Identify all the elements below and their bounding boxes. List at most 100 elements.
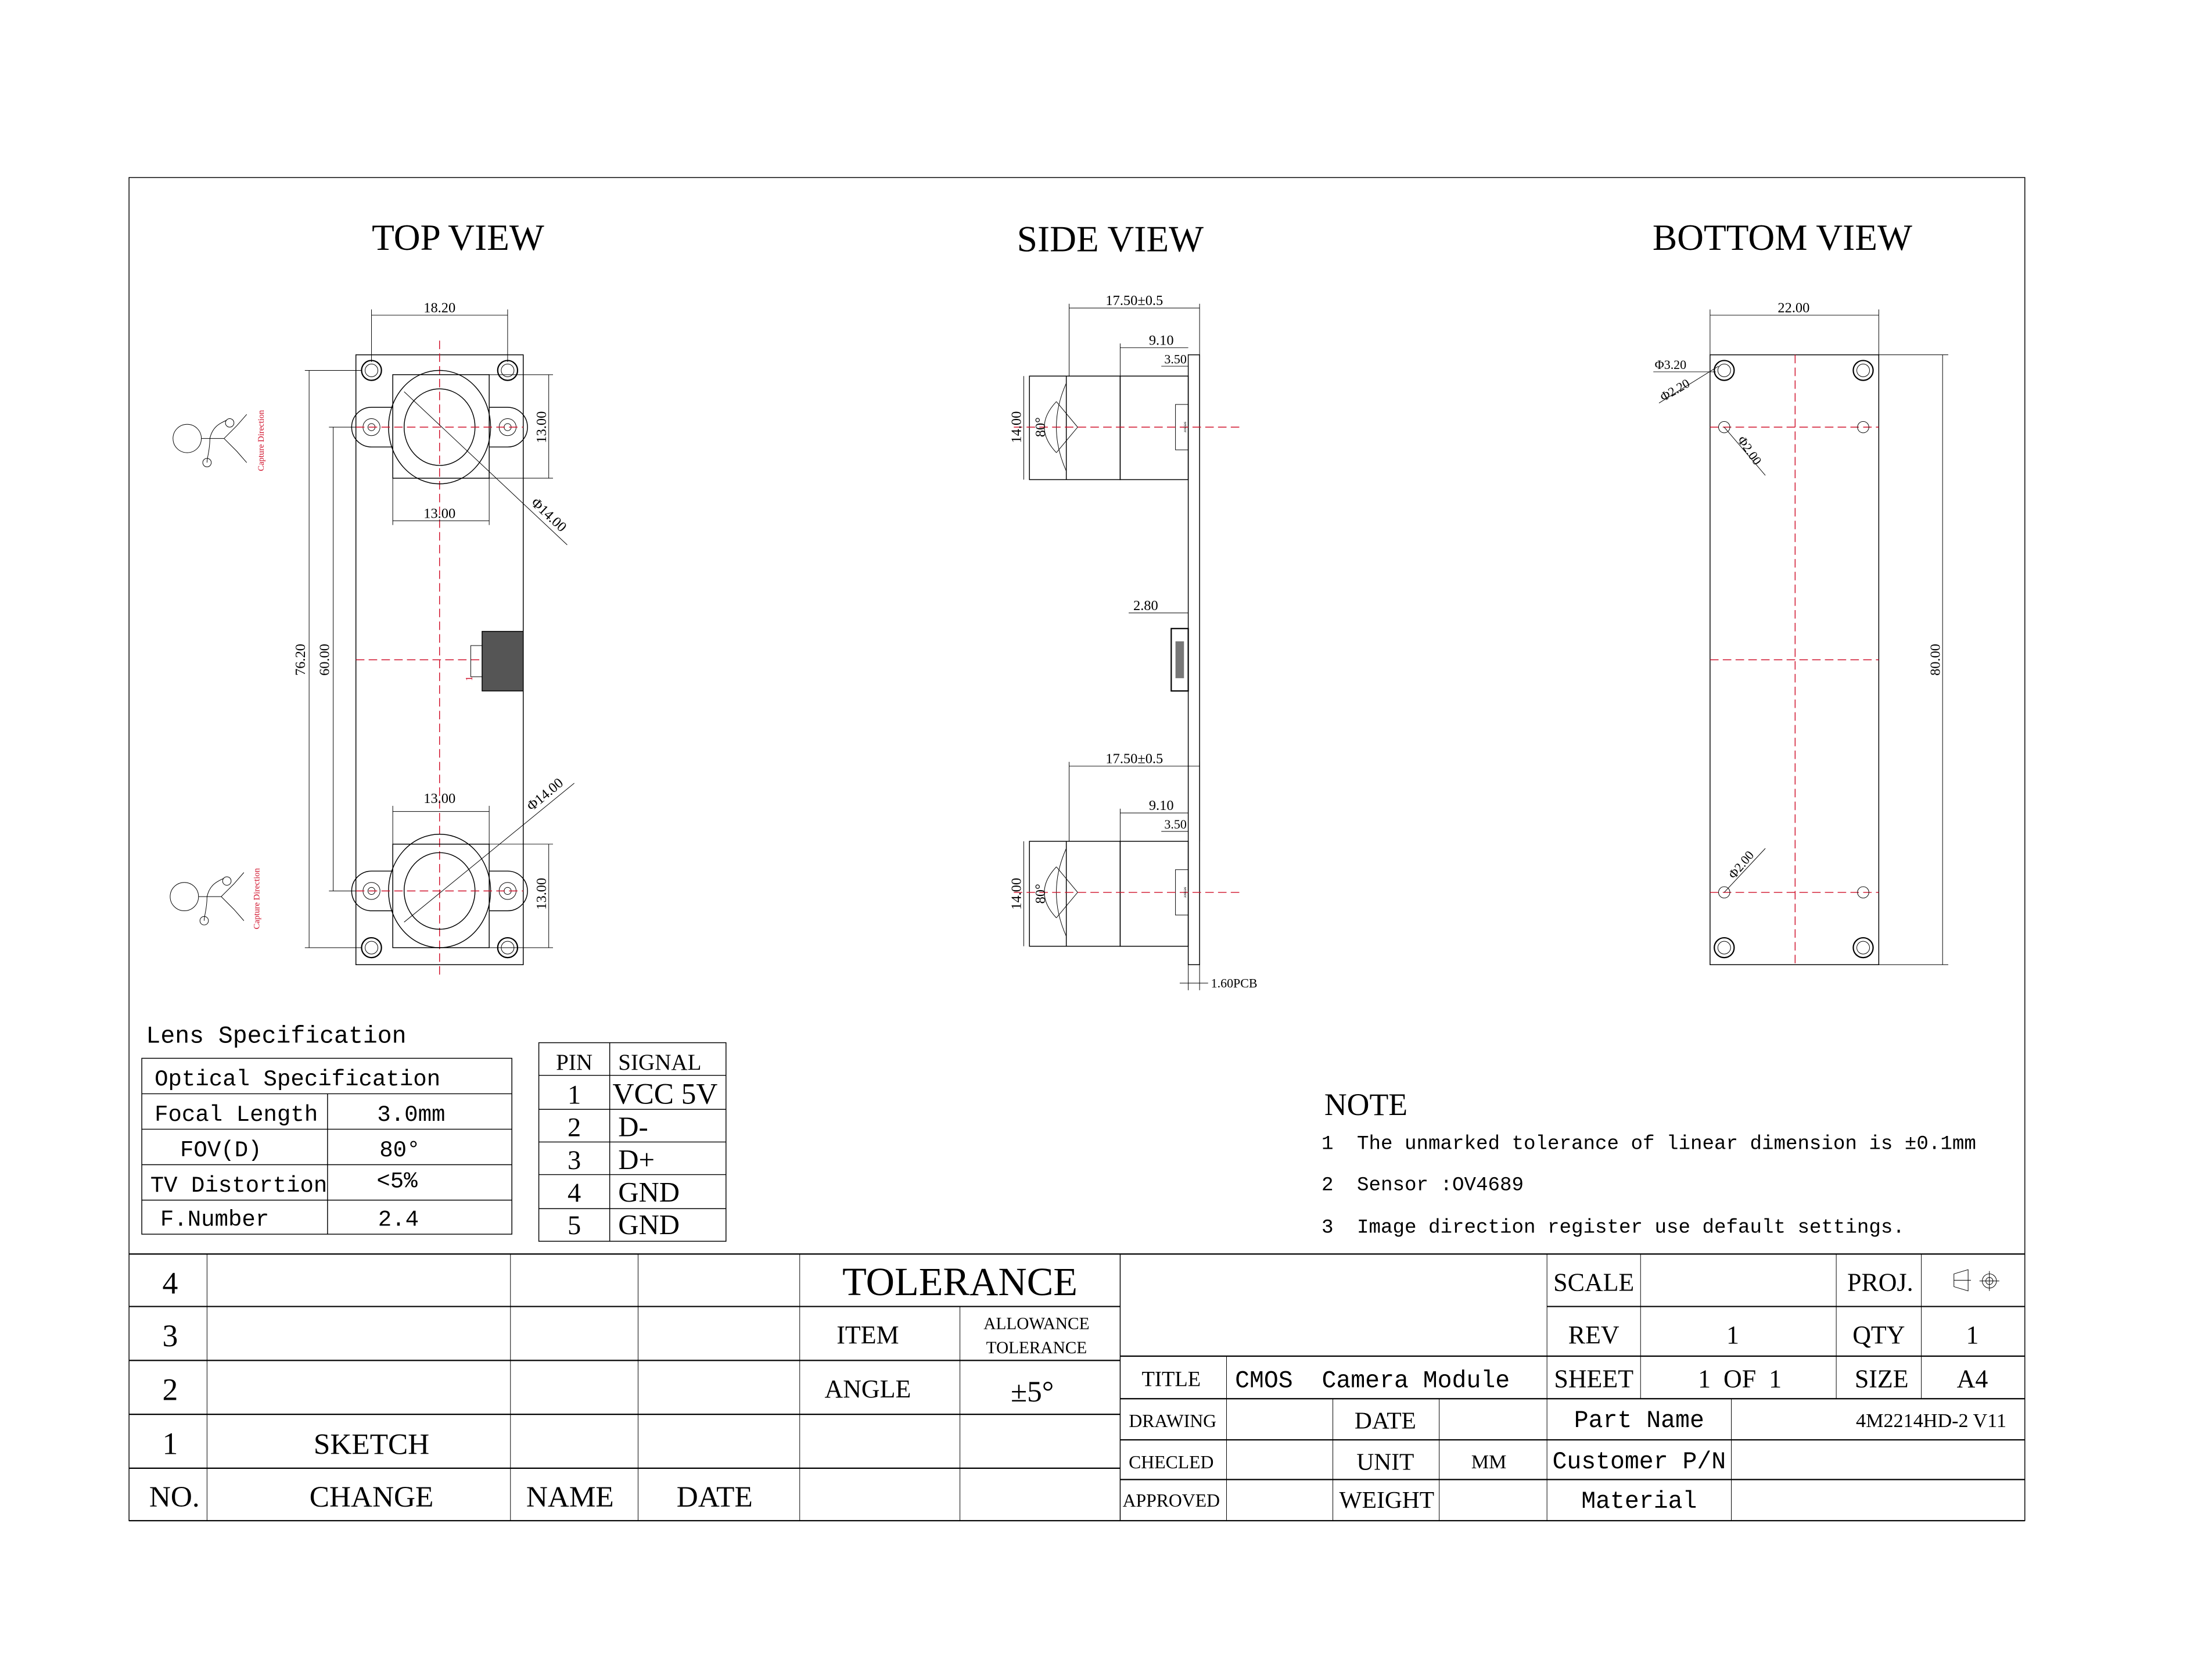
notes: NOTE 1 The unmarked tolerance of linear …: [1322, 1087, 1976, 1239]
capture-direction-icon-top: [173, 414, 247, 467]
pin-header: PIN: [556, 1050, 592, 1075]
side-view-drawing: 17.50±0.5 9.10 3.50 14.00 80° 2.80 17.50…: [1009, 293, 1258, 990]
lens-spec-label: TV Distortion: [150, 1173, 328, 1199]
pin-number: 3: [568, 1146, 581, 1175]
fov-angle-bottom: 80°: [1033, 884, 1048, 904]
dim-lens-width-bottom: 13.00: [423, 791, 455, 806]
capture-direction-label-top: Capture Direction: [257, 410, 266, 471]
dim-lens-height-top: 13.00: [534, 411, 550, 443]
pin-signal: GND: [618, 1209, 680, 1241]
tolerance-angle-label: ANGLE: [824, 1375, 911, 1403]
dim-lens-width-top: 13.00: [423, 506, 455, 521]
lens-module-top: [351, 370, 528, 485]
part-name-value: 4M2214HD-2 V11: [1856, 1410, 2006, 1432]
fov-angle-top: 80°: [1033, 417, 1048, 437]
title-value: CMOS Camera Module: [1235, 1368, 1510, 1395]
tolerance-title: TOLERANCE: [842, 1260, 1078, 1304]
pcb-side: [1187, 354, 1200, 966]
dim-sensor-top: 3.50: [1164, 352, 1186, 366]
capture-direction-icon-bottom: [170, 872, 245, 926]
title-label: TITLE: [1141, 1367, 1201, 1390]
pin-signal: VCC 5V: [613, 1078, 718, 1111]
revision-number: 1: [163, 1426, 178, 1461]
revision-table: 4 3 2 1 SKETCH NO. CHANGE NAME DATE TOLE…: [129, 1253, 2025, 1521]
lens-spec-header: Optical Specification: [155, 1066, 440, 1092]
scale-label: SCALE: [1553, 1268, 1634, 1297]
sheet-label: SHEET: [1554, 1365, 1633, 1393]
header-date: DATE: [677, 1480, 753, 1514]
signal-header: SIGNAL: [618, 1050, 701, 1075]
revision-number: 3: [163, 1318, 178, 1353]
revision-number: 4: [163, 1266, 178, 1301]
dim-lens-height-bottom: 13.00: [534, 878, 550, 910]
dim-hole-inner: Φ2.20: [1657, 376, 1692, 404]
part-name-label: Part Name: [1574, 1407, 1704, 1435]
dim-height-top: 14.00: [1009, 411, 1025, 443]
lens-spec-label: Focal Length: [155, 1102, 318, 1128]
dim-body-bottom: 9.10: [1149, 798, 1174, 813]
pin-number: 4: [568, 1178, 581, 1208]
rev-value: 1: [1726, 1321, 1739, 1349]
first-angle-projection-icon: [1954, 1269, 1999, 1292]
header-change: CHANGE: [310, 1480, 434, 1514]
lens-spec-title: Lens Specification: [146, 1023, 406, 1051]
top-view-drawing: 1 18.20 13.00 13.00 Φ14.00 13.00 13.00 Φ…: [170, 300, 574, 979]
note-text: Sensor :OV4689: [1357, 1174, 1524, 1196]
pin-number: 1: [568, 1081, 581, 1110]
dim-total-hole: 76.20: [293, 644, 308, 676]
tolerance-item-label: ITEM: [836, 1321, 899, 1349]
dim-small-hole-bottom: Φ2.00: [1725, 848, 1757, 881]
connector-pin-label: 1: [464, 676, 475, 682]
lens-spec-value: 80°: [379, 1137, 420, 1163]
dimension-lines: [304, 309, 574, 948]
title-block: SCALE PROJ. REV 1 QTY 1 TITLE CMOS Camer…: [129, 1254, 2025, 1522]
checked-label: CHECLED: [1129, 1452, 1213, 1472]
size-label: SIZE: [1855, 1365, 1909, 1393]
header-name: NAME: [526, 1480, 614, 1514]
note-number: 1: [1322, 1134, 1334, 1156]
rev-label: REV: [1568, 1321, 1620, 1349]
sheet-value: 1 OF 1: [1698, 1365, 1782, 1393]
qty-label: QTY: [1852, 1321, 1905, 1349]
lens-side-top: [1014, 375, 1241, 481]
drawing-label: DRAWING: [1129, 1411, 1216, 1431]
lens-spec-table: Lens Specification Optical Specification…: [141, 1023, 512, 1235]
dim-total-length-bottom: 17.50±0.5: [1105, 751, 1163, 767]
header-no: NO.: [149, 1480, 200, 1514]
approved-label: APPROVED: [1123, 1490, 1220, 1511]
bottom-dimension-lines: [1653, 309, 1948, 965]
connector-side: [1170, 628, 1189, 692]
bottom-mounting-holes: [1714, 360, 1874, 959]
notes-title: NOTE: [1324, 1087, 1407, 1122]
dim-body-top: 9.10: [1149, 333, 1174, 349]
usb-connector: [470, 630, 524, 691]
dim-pcb-thickness: 1.60PCB: [1211, 976, 1258, 990]
bottom-view-title: BOTTOM VIEW: [1653, 217, 1912, 258]
pin-number: 5: [568, 1211, 581, 1241]
lens-spec-label: FOV(D): [180, 1137, 262, 1163]
revision-change: SKETCH: [314, 1428, 429, 1461]
note-text: The unmarked tolerance of linear dimensi…: [1357, 1134, 1976, 1156]
lens-side-bottom: [1014, 841, 1241, 947]
note-number: 2: [1322, 1174, 1334, 1196]
sensor-label-top: sensor: [1183, 422, 1188, 433]
dim-lens-dia-top: Φ14.00: [528, 495, 570, 535]
dim-board-width: 22.00: [1778, 300, 1809, 316]
capture-direction-label-bottom: Capture Direction: [253, 867, 262, 929]
pin-table: PIN SIGNAL 1 VCC 5V 2 D- 3 D+ 4 GND 5 GN…: [538, 1042, 727, 1242]
tolerance-angle-value: ±5°: [1011, 1375, 1054, 1408]
dim-connector: 2.80: [1133, 598, 1158, 614]
tolerance-allowance-label: ALLOWANCE: [983, 1315, 1089, 1333]
dim-lens-spacing: 60.00: [317, 644, 332, 676]
note-text: Image direction register use default set…: [1357, 1217, 1905, 1239]
pin-signal: D+: [618, 1143, 655, 1175]
lens-spec-value: <5%: [376, 1168, 418, 1195]
dim-hole-outer: Φ3.20: [1655, 357, 1686, 372]
dim-board-length: 80.00: [1927, 644, 1943, 676]
dim-small-hole-top: Φ2.00: [1735, 433, 1765, 468]
customer-pn-label: Customer P/N: [1552, 1449, 1726, 1476]
lens-spec-value: 3.0mm: [377, 1102, 445, 1128]
material-label: Material: [1581, 1488, 1697, 1515]
pin-signal: GND: [618, 1176, 680, 1208]
qty-value: 1: [1966, 1321, 1978, 1349]
